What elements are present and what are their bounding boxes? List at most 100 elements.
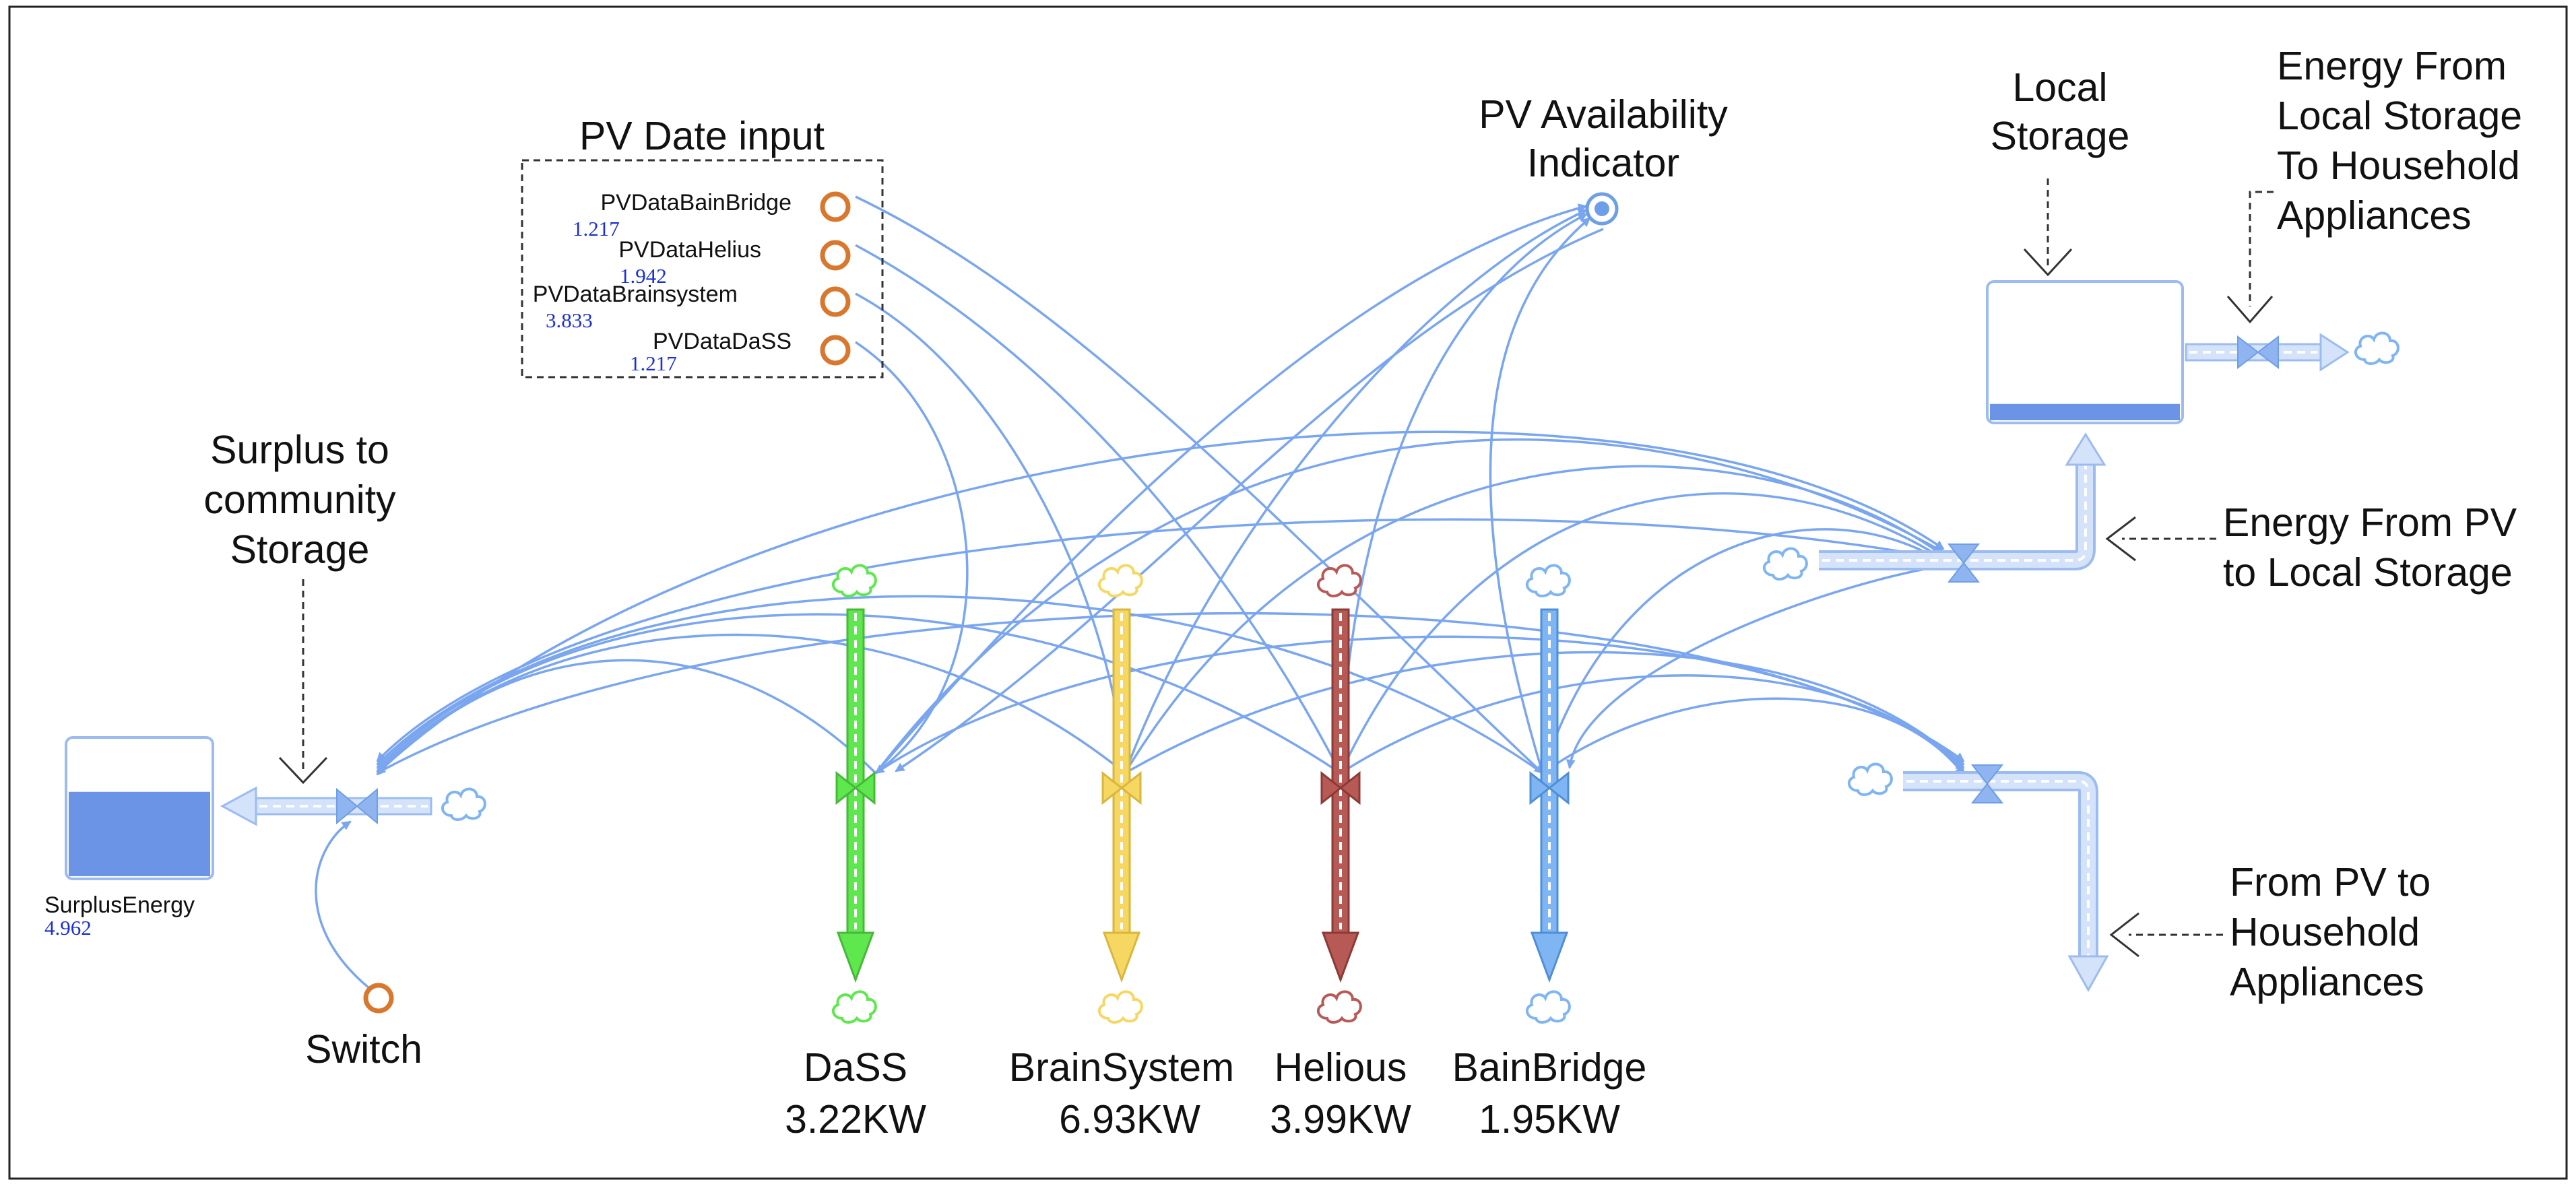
- pv-to-local-label-line1: Energy From PV: [2223, 500, 2517, 545]
- switch-label: Switch: [305, 1027, 422, 1072]
- household-power-bainbridge: 1.95KW: [1479, 1097, 1620, 1142]
- surplus-note-arrow: [278, 756, 328, 785]
- local-to-household-arrowhead: [2319, 333, 2350, 372]
- surplus-source-cloud: [441, 787, 486, 821]
- local-to-household-note-line: [2249, 191, 2274, 306]
- surplus-arrowhead: [220, 786, 257, 826]
- pv-input-node-bainbridge[interactable]: [820, 191, 851, 222]
- pv-to-local-flow: Energy From PV to Local Storage: [1762, 432, 2517, 595]
- link-bainbridge-household: [1541, 697, 1965, 776]
- link-helius-surplus: [376, 613, 1341, 775]
- pv-input-node-helius[interactable]: [820, 240, 851, 271]
- household-helious: Helious 3.99KW: [1270, 564, 1411, 1142]
- household-source-cloud-helious: [1316, 564, 1362, 597]
- pv-to-local-label-line2: to Local Storage: [2223, 550, 2513, 595]
- local-storage-group: Local Storage: [1986, 65, 2184, 424]
- link-bainbridge-indicator: [1489, 217, 1591, 774]
- household-sink-cloud-dass: [831, 990, 877, 1024]
- local-to-household-valve-right[interactable]: [2257, 335, 2279, 370]
- household-pipe-helious: [1331, 608, 1350, 934]
- link-switch-surplus: [315, 820, 380, 997]
- local-to-household-label-line1: Energy From: [2277, 44, 2507, 88]
- household-valve-right-helious[interactable]: [1339, 770, 1361, 805]
- pv-availability-dot: [1595, 201, 1609, 216]
- surplus-energy-name: SurplusEnergy: [44, 892, 195, 918]
- pv-to-household-valve-top[interactable]: [1970, 764, 2004, 785]
- household-brainsystem: BrainSystem 6.93KW: [1009, 564, 1234, 1142]
- household-name-helious: Helious: [1275, 1045, 1407, 1090]
- household-valve-left-bainbridge[interactable]: [1529, 770, 1551, 805]
- link-dass-data: [855, 341, 969, 775]
- household-source-cloud-dass: [831, 564, 877, 597]
- household-valve-left-dass[interactable]: [835, 770, 858, 805]
- pv-input-node-dass[interactable]: [820, 335, 851, 366]
- household-arrowhead-dass: [836, 931, 875, 983]
- link-helius-data: [855, 244, 1342, 775]
- local-storage-note-arrow: [2023, 248, 2073, 277]
- link-bainbridge-data: [855, 195, 1544, 775]
- pv-availability-label-line2: Indicator: [1527, 141, 1679, 185]
- local-to-household-label-line4: Appliances: [2277, 193, 2472, 238]
- link-brainsystem-local: [1124, 465, 1945, 774]
- household-valve-left-helious[interactable]: [1320, 770, 1343, 805]
- surplus-label-line3: Storage: [230, 527, 370, 572]
- link-dass-surplus: [376, 659, 877, 776]
- pv-date-input-group: PV Date input PVDataBainBridge 1.217 PVD…: [521, 114, 884, 378]
- household-power-dass: 3.22KW: [785, 1097, 926, 1142]
- link-surplus-local: [376, 430, 1945, 775]
- link-brainsystem-surplus: [376, 633, 1126, 775]
- pv-to-household-flow: From PV to Household Appliances: [1847, 762, 2430, 1004]
- pv-availability-indicator: PV Availability Indicator: [1479, 92, 1728, 226]
- pv-to-household-source-cloud: [1847, 762, 1893, 796]
- surplus-energy-level: [69, 791, 210, 876]
- local-to-household-label-line2: Local Storage: [2277, 94, 2522, 138]
- pv-input-node-brainsystem[interactable]: [820, 286, 851, 317]
- household-valve-left-brainsystem[interactable]: [1101, 770, 1124, 805]
- pv-input-name-0: PVDataBainBridge: [600, 190, 792, 216]
- pv-to-local-pipe-dashes: [1822, 465, 2087, 562]
- surplus-valve-right[interactable]: [356, 787, 378, 825]
- local-storage-label-line1: Local: [2012, 65, 2107, 110]
- local-to-household-valve-left[interactable]: [2237, 335, 2259, 370]
- local-storage-level: [1990, 403, 2180, 420]
- pv-input-value-1: 1.942: [620, 264, 667, 288]
- pv-to-household-valve-bottom[interactable]: [1970, 783, 2004, 803]
- household-arrowhead-bainbridge: [1530, 931, 1569, 983]
- household-valve-right-brainsystem[interactable]: [1120, 770, 1142, 805]
- pv-to-local-valve-top[interactable]: [1947, 543, 1981, 564]
- link-bainbridge-surplus: [376, 595, 1544, 775]
- link-local-surplus: [376, 518, 1944, 762]
- pv-availability-label-line1: PV Availability: [1479, 92, 1728, 137]
- household-arrowhead-brainsystem: [1102, 931, 1141, 983]
- pv-input-value-0: 1.217: [573, 217, 620, 240]
- switch-node[interactable]: [363, 983, 394, 1014]
- link-indicator-dass: [895, 228, 1604, 772]
- link-helius-household: [1340, 674, 1965, 775]
- household-sink-cloud-bainbridge: [1525, 990, 1571, 1024]
- link-dass-household: [875, 635, 1965, 775]
- local-to-household-note-arrow: [2226, 296, 2274, 324]
- pv-to-household-label-line2: Household: [2230, 910, 2420, 954]
- household-name-brainsystem: BrainSystem: [1009, 1045, 1234, 1090]
- surplus-label-line2: community: [203, 477, 396, 522]
- household-valve-right-bainbridge[interactable]: [1547, 770, 1570, 805]
- pv-input-name-2: PVDataBrainsystem: [533, 282, 738, 307]
- local-to-household-sink-cloud: [2354, 331, 2400, 365]
- pv-to-local-valve-bottom[interactable]: [1947, 562, 1981, 583]
- local-to-household-flow: Energy From Local Storage To Household A…: [2185, 44, 2522, 372]
- link-helius-local: [1339, 492, 1945, 774]
- pv-to-household-pipe-dashes: [1906, 780, 2090, 956]
- household-valve-right-dass[interactable]: [854, 770, 876, 805]
- pv-input-box: [521, 159, 884, 378]
- surplus-valve-left[interactable]: [336, 787, 358, 825]
- household-power-helious: 3.99KW: [1270, 1097, 1411, 1142]
- household-power-brainsystem: 6.93KW: [1059, 1097, 1200, 1142]
- pv-input-name-1: PVDataHelius: [618, 237, 761, 263]
- local-storage-stock[interactable]: [1986, 280, 2184, 424]
- pv-to-local-source-cloud: [1762, 547, 1808, 581]
